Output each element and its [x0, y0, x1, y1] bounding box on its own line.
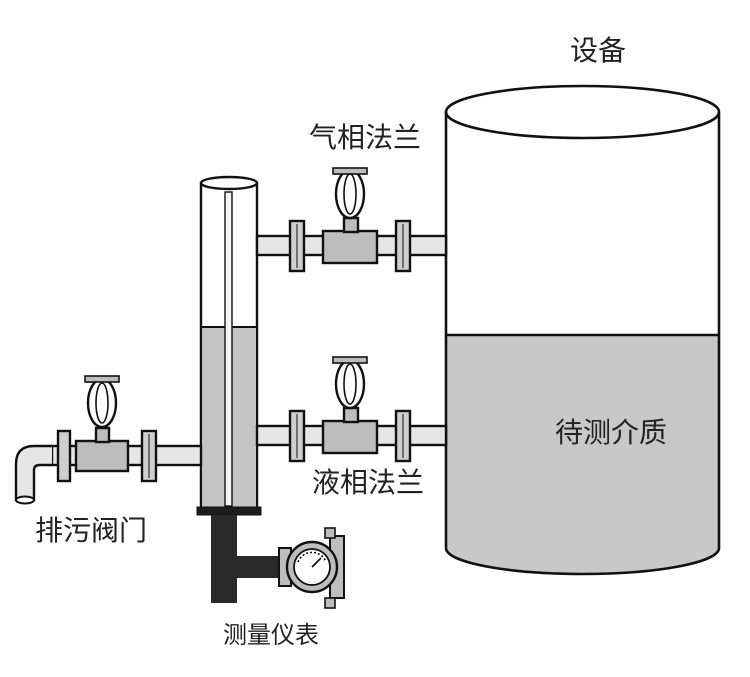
- valve-icon: [332, 167, 368, 220]
- medium-label: 待测介质: [555, 416, 667, 449]
- liquid-flange-label: 液相法兰: [312, 466, 424, 499]
- level-column: [196, 175, 262, 516]
- vessel: [444, 84, 721, 576]
- drain-assembly: [14, 375, 203, 505]
- liquid-phase-pipe: [255, 356, 448, 463]
- vessel-top: [444, 84, 721, 140]
- vessel-empty-space: [446, 112, 719, 335]
- valve-icon: [332, 356, 368, 410]
- gas-phase-pipe: [255, 167, 448, 273]
- drain-valve-label: 排污阀门: [35, 514, 147, 547]
- vessel-liquid: [446, 335, 719, 574]
- gas-flange-label: 气相法兰: [309, 121, 421, 154]
- measuring-instrument: [211, 515, 345, 609]
- gauge-icon: [285, 540, 339, 594]
- float-rod: [224, 191, 233, 507]
- instrument-label: 测量仪表: [223, 621, 319, 649]
- valve-icon: [84, 375, 120, 429]
- vessel-label: 设备: [570, 34, 626, 67]
- drain-flange-left: [56, 429, 72, 483]
